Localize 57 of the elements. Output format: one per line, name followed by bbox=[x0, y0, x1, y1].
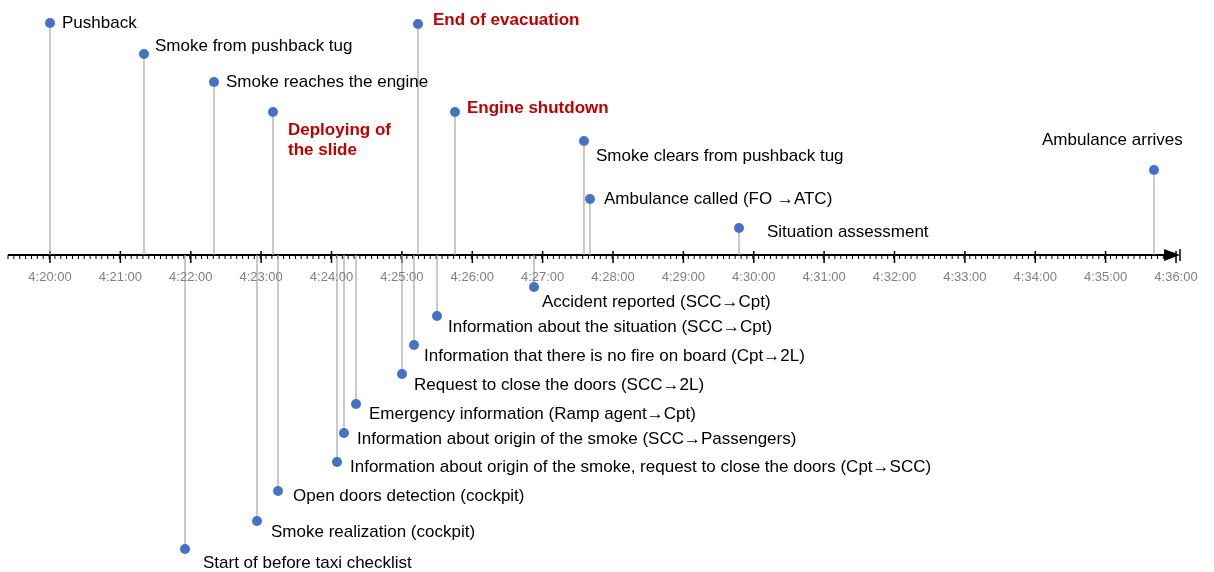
tick-label: 4:22:00 bbox=[168, 269, 214, 284]
leader-line bbox=[180, 254, 190, 554]
leader-line bbox=[529, 254, 539, 292]
leader-line bbox=[450, 107, 460, 256]
leader-line bbox=[351, 254, 361, 409]
event-label: Engine shutdown bbox=[467, 98, 609, 118]
event-label: Information about origin of the smoke, request to close the doors (Cpt→SCC) bbox=[350, 457, 932, 477]
event-label: Smoke clears from pushback tug bbox=[596, 146, 844, 166]
tick-label: 4:34:00 bbox=[1012, 269, 1058, 284]
event-label: Pushback bbox=[62, 13, 137, 33]
tick-label: 4:36:00 bbox=[1153, 269, 1199, 284]
leader-line bbox=[139, 49, 149, 256]
event-label: Situation assessment bbox=[767, 222, 929, 242]
event-label: Request to close the doors (SCC→2L) bbox=[414, 375, 705, 395]
event-label: Smoke realization (cockpit) bbox=[271, 522, 476, 542]
leader-line bbox=[332, 254, 342, 467]
tick-label: 4:30:00 bbox=[731, 269, 777, 284]
leader-line bbox=[734, 223, 744, 256]
event-label: End of evacuation bbox=[433, 10, 580, 30]
leader-line bbox=[339, 254, 349, 438]
leader-line bbox=[209, 77, 219, 256]
leader-line bbox=[432, 254, 442, 321]
tick-label: 4:35:00 bbox=[1082, 269, 1129, 284]
event-label: Ambulance called (FO →ATC) bbox=[604, 189, 833, 209]
tick-label: 4:28:00 bbox=[590, 269, 636, 284]
leader-line bbox=[45, 18, 55, 256]
event-label: Smoke from pushback tug bbox=[155, 36, 353, 56]
event-label: Smoke reaches the engine bbox=[226, 72, 429, 92]
leader-line bbox=[585, 194, 595, 256]
tick-label: 4:26:00 bbox=[449, 269, 495, 284]
tick-label: 4:23:00 bbox=[238, 269, 284, 284]
event-label: Emergency information (Ramp agent→Cpt) bbox=[369, 404, 696, 424]
event-label: Information about origin of the smoke (SCC→Passengers) bbox=[357, 429, 797, 449]
leader-line bbox=[252, 254, 262, 526]
tick-label: 4:25:00 bbox=[379, 269, 425, 284]
tick-label: 4:29:00 bbox=[660, 269, 707, 284]
tick-label: 4:33:00 bbox=[942, 269, 988, 284]
leader-line bbox=[273, 254, 283, 496]
leader-line bbox=[579, 136, 589, 256]
event-label: Information about the situation (SCC→Cpt) bbox=[448, 317, 773, 337]
event-label: Information that there is no fire on board (Cpt→2L) bbox=[424, 346, 805, 366]
leader-line bbox=[413, 19, 423, 256]
leader-line bbox=[1149, 165, 1159, 256]
tick-label: 4:32:00 bbox=[871, 269, 918, 284]
event-label: Deploying of the slide bbox=[288, 120, 400, 160]
leader-line bbox=[268, 107, 278, 256]
leader-line bbox=[397, 254, 407, 379]
tick-label: 4:31:00 bbox=[801, 269, 847, 284]
tick-label: 4:27:00 bbox=[519, 269, 566, 284]
tick-label: 4:24:00 bbox=[308, 269, 355, 284]
event-label: Open doors detection (cockpit) bbox=[293, 486, 525, 506]
event-label: Start of before taxi checklist bbox=[203, 553, 412, 572]
tick-label: 4:21:00 bbox=[97, 269, 144, 284]
event-label: Accident reported (SCC→Cpt) bbox=[542, 292, 771, 312]
tick-label: 4:20:00 bbox=[27, 269, 73, 284]
event-label: Ambulance arrives bbox=[1042, 130, 1183, 150]
leader-line bbox=[409, 254, 419, 350]
